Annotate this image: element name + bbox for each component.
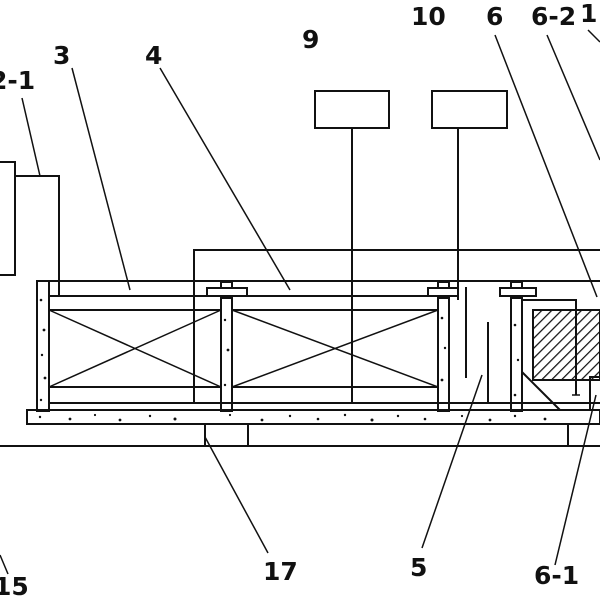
- controller-box-9: [314, 90, 390, 129]
- label-4: 4: [145, 41, 162, 70]
- pipe-2-1: [15, 175, 60, 296]
- label-9: 9: [302, 25, 319, 54]
- pump-valves: [206, 281, 537, 297]
- outlet-6-1: [589, 376, 600, 410]
- base-slab: [26, 409, 600, 425]
- label-17: 17: [263, 557, 298, 586]
- label-6-2: 6-2: [531, 2, 576, 31]
- label-5: 5: [410, 553, 427, 582]
- label-11: 11: [580, 0, 600, 28]
- tank-walls: [36, 280, 523, 412]
- equipment-box-2: [0, 161, 16, 276]
- filter-media-3: [48, 309, 222, 388]
- top-return-pipe: [193, 249, 600, 403]
- label-6-1: 6-1: [534, 561, 579, 590]
- label-10: 10: [411, 2, 446, 31]
- hatched-media-6: [532, 309, 600, 381]
- label-6: 6: [486, 2, 503, 31]
- leader-lines: [0, 29, 600, 575]
- label-15: 15: [0, 572, 29, 600]
- pipe-6-2: [522, 299, 577, 395]
- controller-box-10: [431, 90, 508, 129]
- label-3: 3: [53, 41, 70, 70]
- filter-media-4: [231, 309, 439, 388]
- chamber-6-slope: [521, 371, 561, 411]
- label-2-1: 2-1: [0, 66, 35, 95]
